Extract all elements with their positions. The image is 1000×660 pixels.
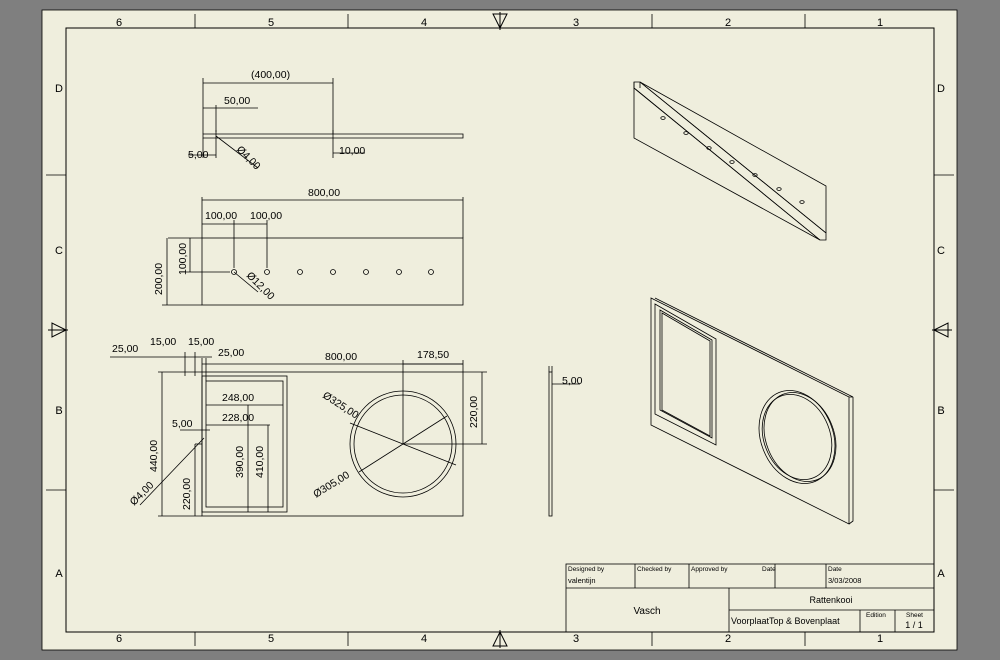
top-view: [188, 78, 464, 169]
dim-plate-inner-15: 15,00: [188, 336, 214, 348]
dim-front-spacing-1: 100,00: [205, 210, 237, 222]
project-name: Rattenkooi: [809, 595, 852, 605]
zone-row-a: A: [55, 568, 63, 580]
zone-row-c-right: C: [937, 245, 945, 257]
dim-plate-width: 800,00: [325, 351, 357, 363]
zone-row-d: D: [55, 83, 63, 95]
dim-front-width: 800,00: [308, 187, 340, 199]
zone-col-3: 3: [573, 17, 579, 29]
dim-top-left: 5,00: [188, 149, 209, 161]
dim-plate-left-15: 15,00: [150, 336, 176, 348]
approved-by-label: Approved by: [691, 566, 728, 573]
designed-by-label: Designed by: [568, 566, 605, 573]
zone-col-4: 4: [421, 17, 427, 29]
zone-row-b-right: B: [937, 405, 944, 417]
edition-label: Edition: [866, 612, 886, 619]
plate-view: [110, 352, 487, 517]
zone-col-1: 1: [877, 17, 883, 29]
dim-plate-left-25: 25,00: [112, 343, 138, 355]
dim-top-right: 10,00: [339, 145, 365, 157]
dim-plate-height-440: 440,00: [148, 440, 160, 472]
checked-by-label: Checked by: [637, 566, 672, 573]
dim-side-thickness: 5,00: [562, 375, 583, 387]
zone-row-a-right: A: [937, 568, 945, 580]
iso-view-top-plate-outline: [633, 81, 827, 241]
dim-plate-inner-25: 25,00: [218, 347, 244, 359]
dim-plate-height-220: 220,00: [181, 478, 193, 510]
dim-front-height-1: 100,00: [177, 243, 189, 275]
dim-plate-circle-h: 220,00: [468, 396, 480, 428]
title-block: [565, 563, 935, 633]
company-name: Vasch: [633, 606, 660, 617]
zone-col-2-bottom: 2: [725, 633, 731, 645]
zone-col-6-bottom: 6: [116, 633, 122, 645]
sheet-number: 1 / 1: [905, 620, 923, 630]
side-view: [548, 366, 580, 517]
centering-marks: [48, 12, 952, 648]
zone-ticks: [46, 14, 954, 646]
dim-front-spacing-2: 100,00: [250, 210, 282, 222]
zone-col-5-bottom: 5: [268, 633, 274, 645]
dim-plate-outer-w: 248,00: [222, 392, 254, 404]
zone-row-b: B: [55, 405, 62, 417]
iso-view-front-plate: [650, 297, 854, 525]
designer-name: valentijn: [568, 576, 596, 585]
paper-sheet: [41, 9, 958, 651]
dim-front-height-2: 200,00: [153, 263, 165, 295]
zone-col-5: 5: [268, 17, 274, 29]
dim-plate-small-5: 5,00: [172, 418, 193, 430]
dim-top-hole-offset: 50,00: [224, 95, 250, 107]
date-label: Date: [828, 566, 842, 573]
zone-col-3-bottom: 3: [573, 633, 579, 645]
zone-col-6: 6: [116, 17, 122, 29]
dim-plate-rect-410: 410,00: [254, 446, 266, 478]
zone-col-2: 2: [725, 17, 731, 29]
zone-row-c: C: [55, 245, 63, 257]
date-label-approved: Date: [762, 566, 776, 573]
zone-col-4-bottom: 4: [421, 633, 427, 645]
dim-top-overall: (400,00): [251, 69, 290, 81]
front-view: [162, 197, 464, 306]
part-name: VoorplaatTop & Bovenplaat: [731, 616, 840, 626]
dim-plate-inner-w: 228,00: [222, 412, 254, 424]
dim-plate-circle-offset: 178,50: [417, 349, 449, 361]
zone-col-1-bottom: 1: [877, 633, 883, 645]
drawing-date: 3/03/2008: [828, 576, 861, 585]
zone-row-d-right: D: [937, 83, 945, 95]
dim-plate-rect-390: 390,00: [234, 446, 246, 478]
sheet-label: Sheet: [906, 612, 923, 619]
